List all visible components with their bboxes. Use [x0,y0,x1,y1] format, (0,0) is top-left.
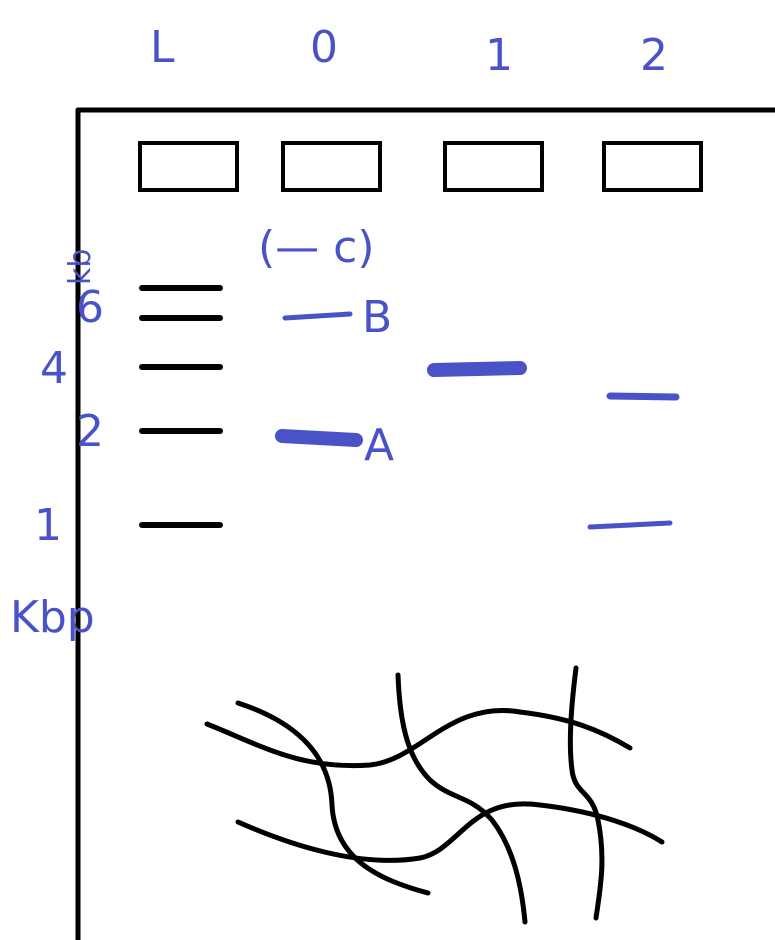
ladder-label-1: 1 [34,500,62,551]
well-lane-L [138,141,239,192]
lane-labels: L 0 1 2 [150,22,668,81]
lane-label-0: 0 [310,22,338,73]
lane-2-band-upper [606,392,680,401]
dna-strand-4 [395,672,528,925]
lane-label-1: 1 [485,30,513,81]
lane-0-band-label-A: A [364,420,394,471]
ladder-label-2: 2 [76,406,104,457]
ladder-bands [139,285,223,528]
well-lane-2 [602,141,703,192]
lane-label-L: L [150,22,175,73]
lane-0-bands: (— c) B A [258,222,394,471]
wells [138,141,703,192]
gel-border [75,107,775,940]
well-lane-1 [443,141,544,192]
lane-2-band-lower [587,520,673,530]
tangled-dna-strands [204,665,665,925]
lane-0-band-A [275,429,363,447]
dna-strand-5 [567,665,605,921]
lane-1-bands [427,361,527,377]
lane-label-2: 2 [640,30,668,81]
lane-0-band-B [282,311,353,321]
lane-0-band-label-B: B [362,292,392,343]
ladder-unit-label: Kbp [10,592,95,643]
lane-1-band-4kb [427,361,527,377]
well-lane-0 [281,141,382,192]
ladder-top-annotation: kb [63,249,98,285]
lane-2-bands [587,392,680,530]
ladder-label-4: 4 [40,343,68,394]
ladder-size-labels: kb 6 4 2 1 Kbp [10,249,104,643]
lane-0-group-label: (— c) [258,222,375,273]
ladder-label-6: 6 [76,282,104,333]
dna-strand-3 [235,700,431,896]
dna-strand-2 [235,801,665,863]
